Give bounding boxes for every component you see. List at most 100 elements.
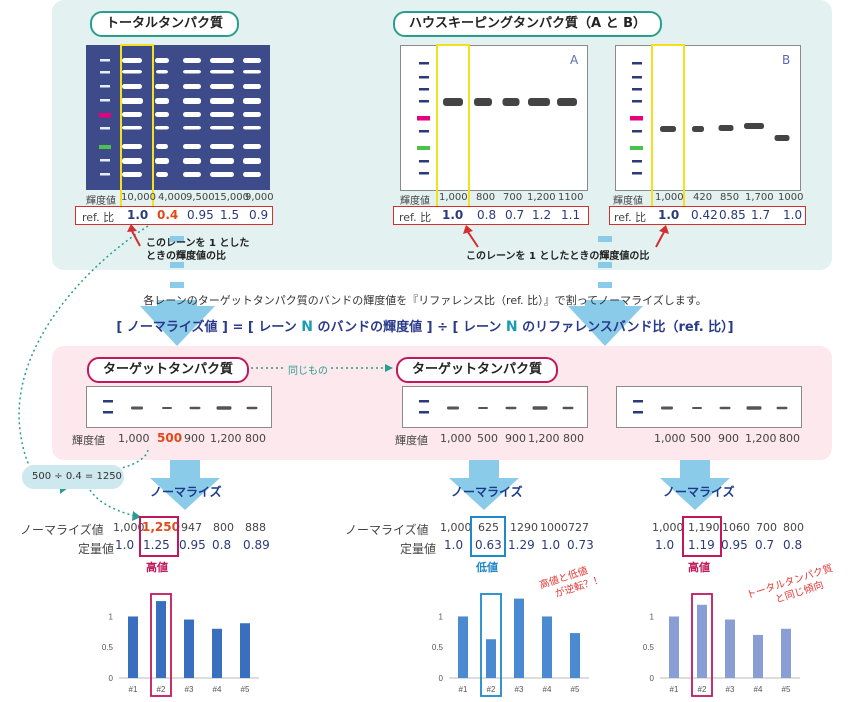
x-tick-label: #2 <box>487 685 496 694</box>
normalize-explanation: 各レーンのターゲットタンパク質のバンドの輝度値を『リファレンス比（ref. 比）… <box>143 294 707 307</box>
a-ref-label: ref. 比 <box>399 211 432 224</box>
total-band <box>243 144 261 149</box>
target-band <box>478 407 488 409</box>
total-value-4: 15,000 <box>214 192 249 203</box>
total-ref-1: 1.0 <box>127 208 149 222</box>
target-title-left: ターゲットタンパク質 <box>87 357 250 383</box>
norm-arrow-left-body <box>170 460 200 480</box>
target-ladder-mark <box>419 400 429 403</box>
total-band <box>210 172 234 177</box>
total-band <box>183 144 201 149</box>
a-value-5: 1100 <box>558 192 584 203</box>
total-band <box>155 112 169 117</box>
red-arrow-total <box>131 230 141 247</box>
left-quant-4: 0.8 <box>212 538 232 552</box>
target-mid-value-4: 1,200 <box>528 432 560 445</box>
same-label: 同じもの <box>286 362 330 377</box>
left-quant-label: 定量値 <box>78 542 115 556</box>
target-mid-value-1: 1,000 <box>440 432 472 445</box>
bar-highlight <box>691 593 713 697</box>
target-mid-label: 輝度値 <box>395 434 428 447</box>
red-arrow-total-head <box>127 224 137 232</box>
norm-arrow-left-head <box>150 478 220 510</box>
left-norm-2: 1,250 <box>142 520 180 534</box>
mid-norm-3: 1290 <box>510 521 538 534</box>
a-ref-2: 0.8 <box>477 208 497 222</box>
target-ladder-mark <box>419 411 429 414</box>
right-down-arrow-head <box>568 306 643 346</box>
lane-b-label: B <box>782 53 791 67</box>
formula-lane-n-1: N <box>301 319 313 335</box>
gel-a-bands <box>417 62 577 175</box>
x-tick-label: #4 <box>754 685 763 694</box>
bar <box>212 628 222 678</box>
b-ref-row <box>609 206 806 225</box>
left-norm-3: 947 <box>181 521 202 534</box>
target-gel-mid-bands <box>419 400 574 414</box>
mid-quant-5: 0.73 <box>567 538 594 552</box>
target-band <box>162 407 172 409</box>
target-left-value-5: 800 <box>245 432 266 445</box>
gel-a-lane1-highlight <box>436 44 470 211</box>
x-tick-label: #2 <box>157 685 166 694</box>
x-tick-label: #4 <box>543 685 552 694</box>
total-band <box>156 70 168 74</box>
x-tick-label: #1 <box>129 685 138 694</box>
total-brightness-label: 輝度値 <box>86 196 116 207</box>
target-band <box>776 406 788 410</box>
red-arrow-b-head <box>659 225 669 234</box>
total-band <box>156 144 168 149</box>
total-band <box>243 172 261 177</box>
y-tick-label: 1 <box>439 612 444 621</box>
red-arrow-b <box>655 231 665 248</box>
total-band <box>122 172 142 177</box>
target-left-value-1: 1,000 <box>118 432 150 445</box>
left-down-arrow-head <box>140 306 215 346</box>
total-band <box>155 158 169 164</box>
a-ref-4: 1.2 <box>532 208 552 222</box>
target-gel-right-bands <box>633 400 788 414</box>
gel-a-band <box>474 98 492 106</box>
target-right-value-5: 800 <box>779 432 800 445</box>
left-norm-5: 888 <box>245 521 266 534</box>
total-protein-gel <box>86 45 270 190</box>
left-norm-4: 800 <box>213 521 234 534</box>
left-dash-3 <box>170 282 184 288</box>
bar <box>458 616 468 678</box>
total-band <box>183 58 201 63</box>
bar <box>669 616 679 678</box>
housekeeping-gel-a <box>400 45 588 191</box>
mid-quant-label: 定量値 <box>400 542 437 556</box>
formula-part-1: [ ノーマライズ値 ] = [ レーン <box>116 320 302 335</box>
normalize-formula: [ ノーマライズ値 ] = [ レーン N のバンドの輝度値 ] ÷ [ レーン… <box>0 316 850 335</box>
total-ref-4: 1.5 <box>220 208 240 222</box>
target-left-label: 輝度値 <box>72 434 105 447</box>
total-band <box>243 84 261 89</box>
b-value-2: 420 <box>693 192 713 203</box>
a-ref-3: 0.7 <box>505 208 525 222</box>
target-right-value-4: 1,200 <box>745 432 777 445</box>
total-band <box>155 84 169 89</box>
target-band <box>719 406 731 410</box>
total-value-3: 9,500 <box>186 192 215 203</box>
total-band <box>155 58 169 63</box>
calc-bubble <box>22 465 124 489</box>
gel-b-band <box>744 123 764 129</box>
bar <box>184 619 194 678</box>
right-quant-1: 1.0 <box>655 538 675 552</box>
target-band <box>447 406 459 410</box>
total-band <box>121 98 143 104</box>
total-band <box>122 58 142 63</box>
total-band <box>183 112 201 117</box>
bar <box>514 598 524 678</box>
target-band <box>661 406 673 410</box>
total-band <box>183 158 201 164</box>
total-band <box>156 172 168 177</box>
target-right-value-2: 500 <box>690 432 711 445</box>
target-band <box>189 406 201 410</box>
normalize-label-left: ノーマライズ <box>150 485 222 499</box>
x-tick-label: #1 <box>670 685 679 694</box>
b-ref-3: 0.85 <box>719 208 746 222</box>
total-band <box>155 98 169 104</box>
bar <box>697 604 707 678</box>
